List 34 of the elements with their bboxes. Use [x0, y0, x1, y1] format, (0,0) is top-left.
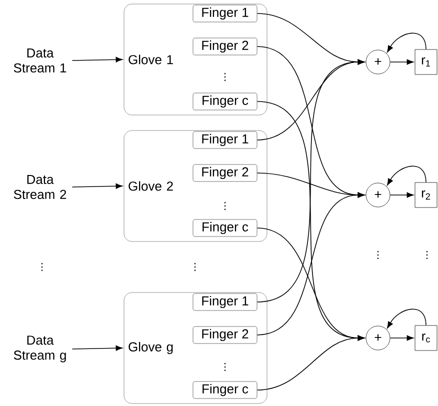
register-box: r$_{2}$: [414, 182, 438, 208]
arrow: [390, 59, 414, 65]
ellipsis: ⋮: [224, 362, 226, 372]
ellipsis: ⋮: [378, 250, 379, 260]
ellipsis: ⋮: [41, 262, 43, 272]
arrow: [256, 192, 365, 336]
arrow: [256, 335, 365, 390]
finger-box: Finger 1: [192, 4, 258, 22]
arrow: [72, 345, 123, 351]
arrow: [387, 32, 426, 52]
finger-box: Finger c: [192, 381, 258, 399]
finger-box: Finger c: [192, 219, 258, 237]
register-box: r$_{1}$: [414, 49, 438, 75]
arrow: [387, 166, 426, 186]
ellipsis: ⋮: [194, 262, 196, 272]
stream-label: Data Stream g: [14, 336, 66, 362]
stream-label: Data Stream 1: [14, 48, 66, 73]
arrow: [390, 335, 414, 341]
finger-box: Finger 2: [192, 326, 258, 344]
arrow: [256, 59, 365, 302]
arrow: [387, 308, 426, 328]
ellipsis: ⋮: [426, 250, 428, 260]
ellipsis: ⋮: [224, 202, 226, 210]
arrow: [72, 183, 123, 189]
finger-box: Finger 1: [192, 293, 258, 311]
stream-label: Data Stream 2: [14, 174, 66, 200]
register-box: r$_{c}$: [414, 325, 438, 351]
arrow: [390, 192, 414, 198]
finger-box: Finger 1: [192, 131, 258, 149]
arrow: [72, 56, 123, 62]
finger-box: Finger 2: [192, 38, 258, 56]
finger-box: Finger 2: [192, 164, 258, 182]
ellipsis: ⋮: [224, 72, 226, 82]
finger-box: Finger c: [192, 92, 258, 110]
